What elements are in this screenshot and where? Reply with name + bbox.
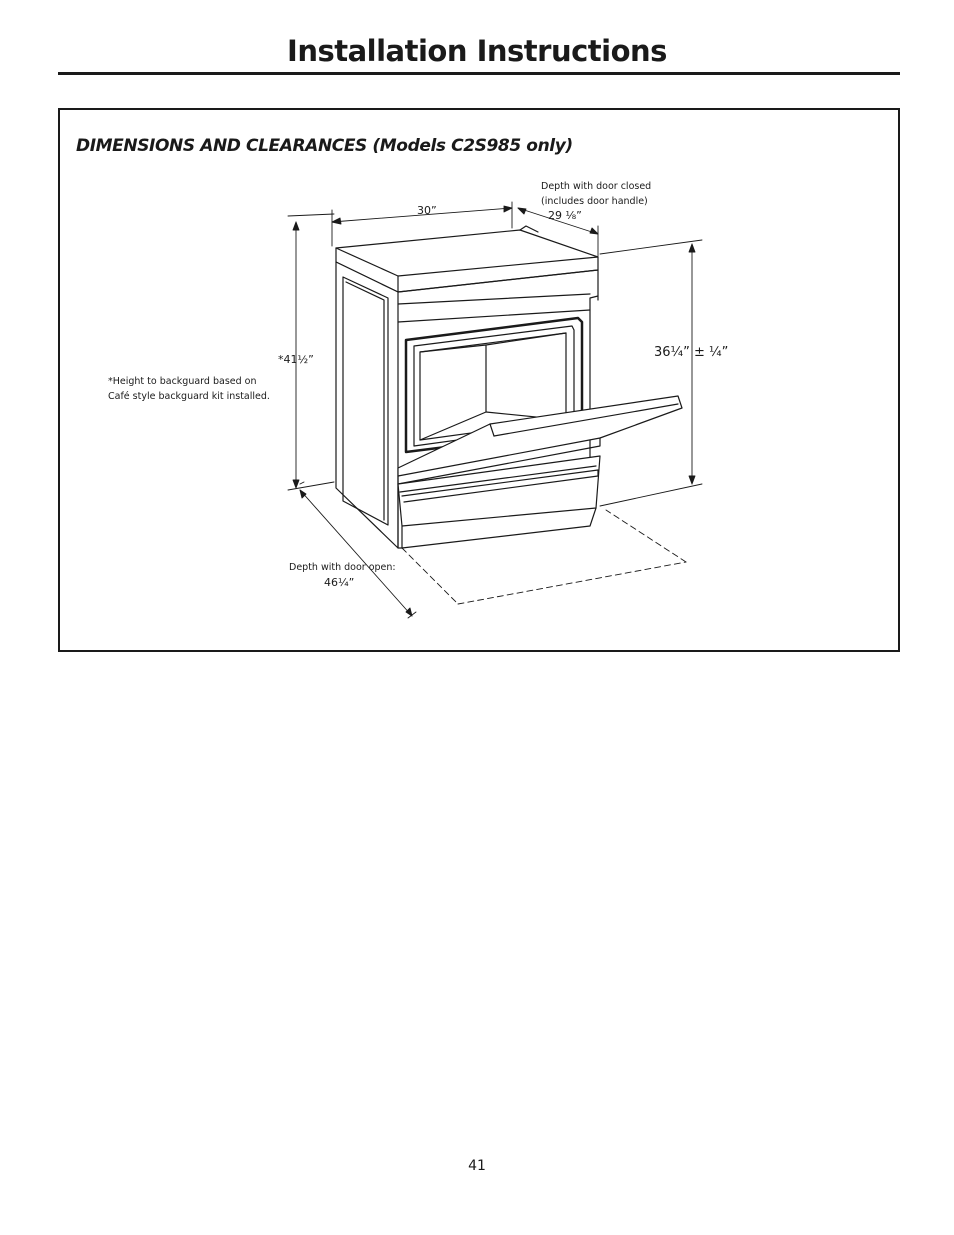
storage-drawer (397, 455, 601, 549)
height-cooktop-dimension (599, 239, 703, 507)
page-number: 41 (468, 1158, 486, 1174)
range-dimensions-diagram (287, 201, 703, 619)
backguard-note-line1: *Height to backguard based on (108, 376, 257, 387)
depth-open-value: 46¼” (324, 576, 355, 589)
width-label: 30” (417, 204, 437, 217)
depth-open-dimension (299, 481, 417, 619)
open-oven-door (397, 395, 683, 485)
range-front-face (397, 269, 599, 461)
depth-open-caption: Depth with door open: (289, 562, 396, 573)
door-floor-projection (401, 509, 687, 605)
dimensions-panel: DIMENSIONS AND CLEARANCES (Models C2S985… (58, 108, 900, 652)
cooktop-height-label: 36¼” ± ¼” (654, 345, 729, 360)
depth-closed-caption-line2: (includes door handle) (541, 196, 648, 207)
width-dimension (331, 201, 513, 247)
height-backguard-dimension (287, 213, 335, 491)
section-heading: DIMENSIONS AND CLEARANCES (Models C2S985… (76, 136, 573, 156)
page-title: Installation Instructions (287, 34, 667, 68)
title-rule (58, 72, 900, 75)
height-backguard-label: *41½” (278, 353, 314, 366)
range-left-side (335, 261, 399, 549)
backguard-note-line2: Café style backguard kit installed. (108, 391, 270, 402)
depth-closed-dimension (517, 207, 599, 257)
depth-closed-value: 29 ⅛” (548, 209, 582, 222)
depth-closed-caption-line1: Depth with door closed (541, 181, 652, 192)
